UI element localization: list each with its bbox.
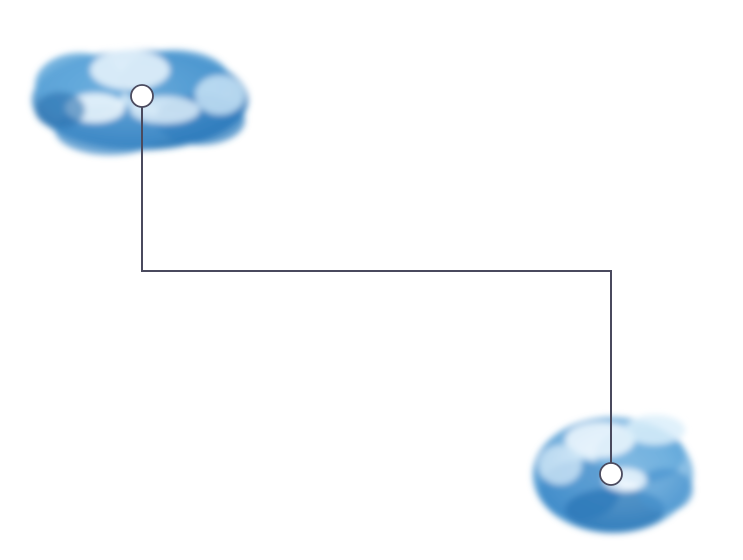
connector-endpoint-icon[interactable] (131, 85, 153, 107)
connector-endpoint-icon[interactable] (600, 463, 622, 485)
connector-line[interactable] (142, 107, 611, 463)
